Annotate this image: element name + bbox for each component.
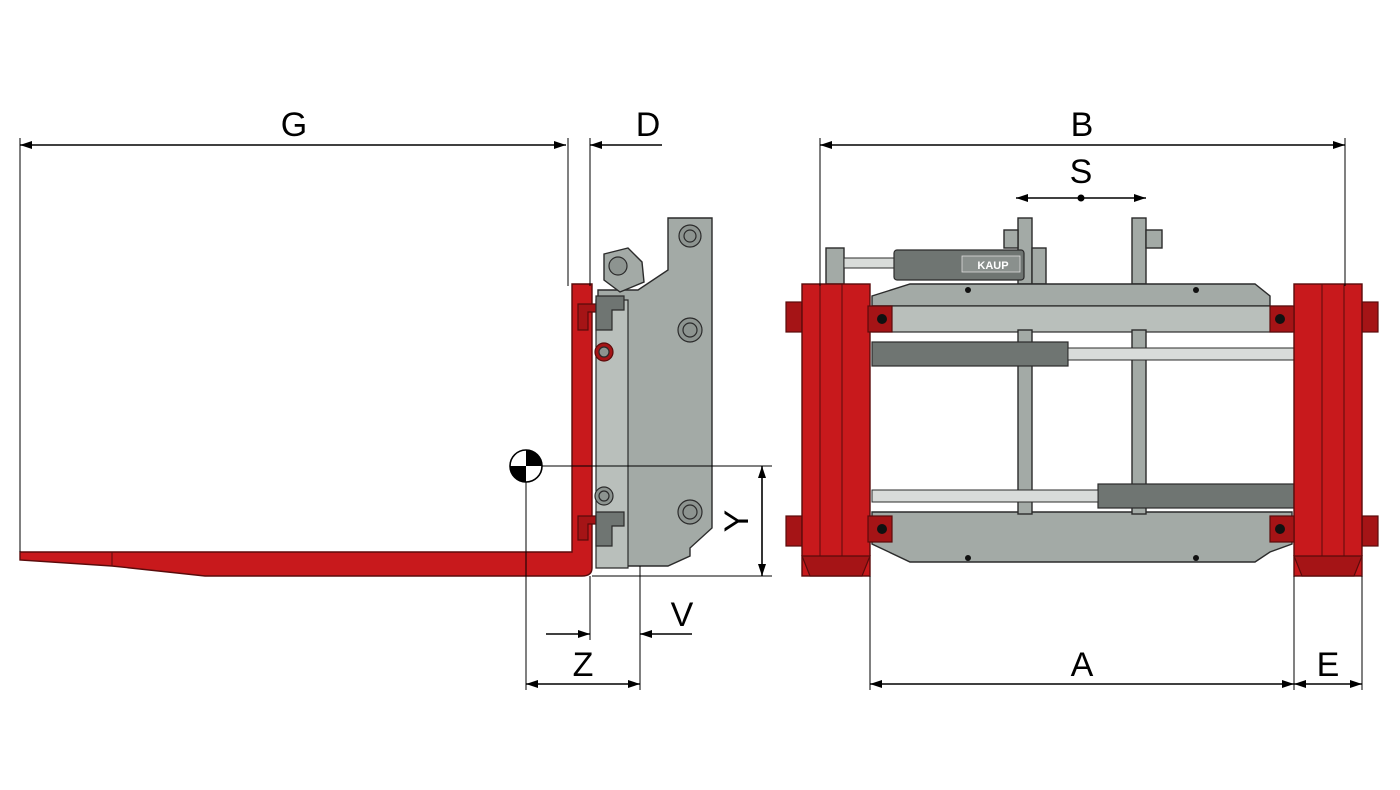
left-fork-front [801, 283, 871, 577]
dim-label-z: Z [573, 646, 594, 684]
dim-label-e: E [1317, 646, 1340, 684]
dim-label-v: V [671, 596, 694, 634]
side-view: G D Y V Z [19, 106, 772, 690]
right-fork-front [1293, 283, 1363, 577]
center-of-gravity-icon [509, 449, 543, 483]
dim-label-y: Y [718, 510, 756, 533]
lower-cylinder [1097, 483, 1295, 509]
dim-label-g: G [281, 106, 307, 144]
dim-label-d: D [636, 106, 661, 144]
front-view: KAUP [785, 106, 1379, 690]
dim-label-b: B [1071, 106, 1094, 144]
fork-blade [19, 283, 593, 577]
kaup-logo-text: KAUP [977, 260, 1008, 272]
dim-label-a: A [1071, 646, 1094, 684]
upper-cylinder [871, 341, 1069, 367]
kaup-logo-box [961, 255, 1021, 273]
dim-label-s: S [1070, 153, 1093, 191]
top-pin-icon [608, 256, 628, 276]
